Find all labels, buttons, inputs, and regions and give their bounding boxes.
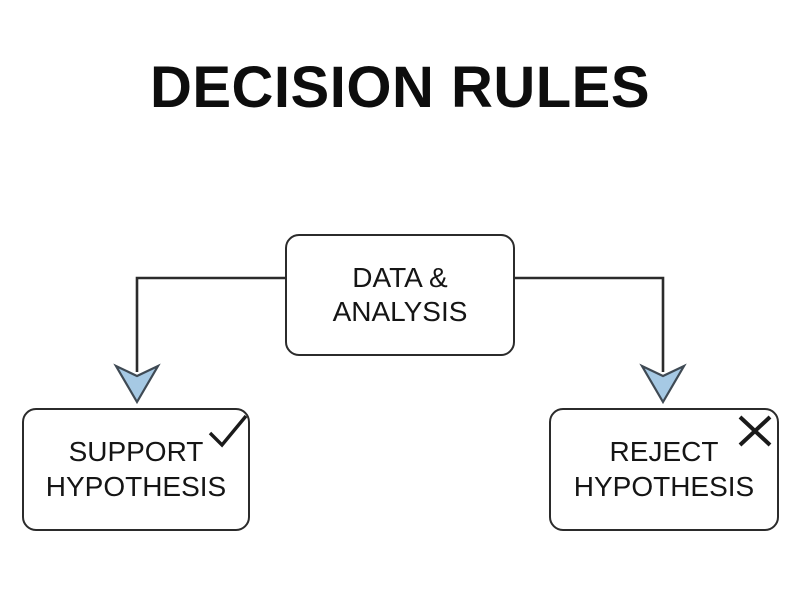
node-reject-hypothesis-line1: REJECT <box>609 436 719 468</box>
connector-data-to-reject-line <box>515 276 665 372</box>
node-support-hypothesis-line1: SUPPORT <box>68 436 204 468</box>
node-data-analysis-line1: DATA & <box>352 261 448 293</box>
node-reject-hypothesis-line2: HYPOTHESIS <box>573 470 755 502</box>
node-support-hypothesis[interactable]: SUPPORT HYPOTHESIS <box>22 408 250 531</box>
connector-data-to-reject-arrowhead <box>639 363 687 405</box>
connector-data-to-support-arrowhead <box>113 363 161 405</box>
connector-data-to-support-line <box>135 276 285 372</box>
node-reject-hypothesis[interactable]: REJECT HYPOTHESIS <box>549 408 779 531</box>
node-support-hypothesis-line2: HYPOTHESIS <box>45 470 227 502</box>
page-title: DECISION RULES <box>149 55 651 120</box>
node-data-analysis-line2: ANALYSIS <box>332 296 468 327</box>
node-data-analysis[interactable]: DATA & ANALYSIS <box>285 234 515 356</box>
